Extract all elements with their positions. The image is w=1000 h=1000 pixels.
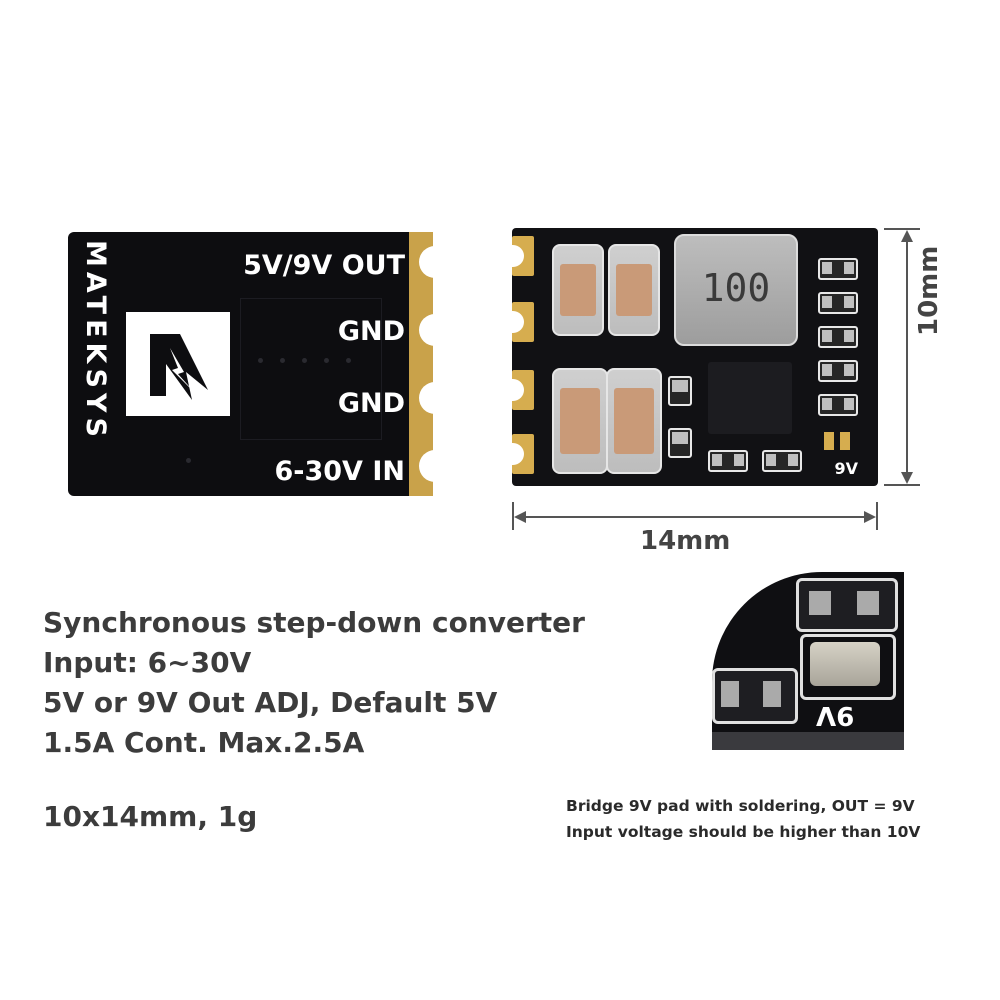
dimension-tick: [512, 502, 514, 530]
spec-line: Input: 6~30V: [43, 646, 252, 679]
inductor-marking: 100: [701, 266, 771, 310]
board-front-photo: 100 9V: [512, 228, 878, 486]
via: [346, 358, 351, 363]
via: [186, 458, 191, 463]
smd-resistor: [762, 450, 802, 472]
zoom-resistor: [796, 578, 898, 632]
pcb-trace: [240, 298, 382, 440]
zoom-bridge-label: 9V: [816, 700, 855, 730]
capacitor: [552, 368, 608, 474]
zoom-resistor: [712, 668, 798, 724]
pad-label-in: 6-30V IN: [274, 456, 405, 487]
bridge-pad: [840, 432, 850, 450]
inductor: 100: [674, 234, 798, 346]
brand-text: MATEKSYS: [80, 240, 111, 442]
spec-line: 5V or 9V Out ADJ, Default 5V: [43, 686, 498, 719]
pad-hole: [512, 443, 524, 465]
height-label: 10mm: [914, 245, 944, 336]
width-dimension-line: [516, 516, 874, 518]
height-dimension-line: [906, 232, 908, 482]
capacitor: [608, 244, 660, 336]
pad-label-out: 5V/9V OUT: [243, 250, 405, 281]
pad-hole: [419, 246, 435, 278]
via: [324, 358, 329, 363]
smd-resistor: [818, 394, 858, 416]
pad-hole: [419, 382, 435, 414]
via: [302, 358, 307, 363]
smd-resistor: [818, 292, 858, 314]
pad-hole: [419, 314, 435, 346]
via: [280, 358, 285, 363]
width-arrows-icon: [514, 511, 876, 523]
zoom-board-edge: [712, 732, 904, 750]
height-arrows-icon: [901, 230, 913, 484]
smd-resistor: [668, 428, 692, 458]
board-back-photo: MATEKSYS 5V/9V OUT GND GND 6-30V IN: [68, 232, 435, 496]
note-line: Input voltage should be higher than 10V: [566, 823, 921, 841]
smd-resistor: [668, 376, 692, 406]
regulator-chip: [708, 362, 792, 434]
spec-line: 10x14mm, 1g: [43, 800, 258, 833]
smd-resistor: [818, 258, 858, 280]
pad-hole: [512, 245, 524, 267]
spec-line: 1.5A Cont. Max.2.5A: [43, 726, 365, 759]
mateksys-logo-icon: [126, 312, 230, 416]
pad-label-gnd-2: GND: [337, 388, 405, 419]
pad-hole: [512, 379, 524, 401]
dimension-tick: [884, 228, 920, 230]
pad-hole: [419, 450, 435, 482]
note-line: Bridge 9V pad with soldering, OUT = 9V: [566, 797, 915, 815]
width-label: 14mm: [640, 526, 731, 556]
pad-hole: [512, 311, 524, 333]
bridge-label: 9V: [834, 459, 858, 478]
spec-line: Synchronous step-down converter: [43, 606, 585, 639]
zoom-bridge-outline: [800, 634, 896, 700]
dimension-tick: [884, 484, 920, 486]
capacitor: [552, 244, 604, 336]
smd-resistor: [818, 326, 858, 348]
pad-label-gnd-1: GND: [337, 316, 405, 347]
zoom-solder-bridge: [810, 642, 880, 686]
zoom-photo: 9V: [712, 572, 904, 750]
via: [258, 358, 263, 363]
smd-resistor: [708, 450, 748, 472]
capacitor: [606, 368, 662, 474]
dimension-tick: [876, 502, 878, 530]
smd-resistor: [818, 360, 858, 382]
bridge-pad: [824, 432, 834, 450]
